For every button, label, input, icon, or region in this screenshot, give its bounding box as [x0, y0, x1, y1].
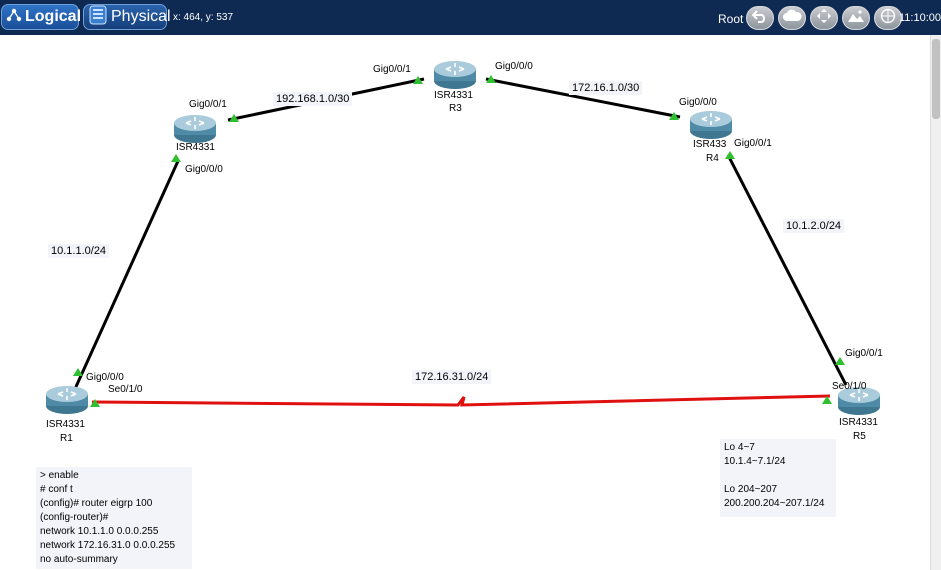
- port-indicator: [413, 76, 423, 84]
- image-icon: [847, 9, 865, 28]
- rack-icon: [88, 5, 108, 30]
- note-line: network 172.16.31.0 0.0.0.255: [40, 540, 176, 551]
- logical-topology-icon: [6, 8, 22, 27]
- network-label-r1-r5: 172.16.31.0/24: [412, 370, 492, 384]
- port-indicator: [835, 357, 845, 365]
- network-label-r4-r5: 10.1.2.0/24: [783, 219, 845, 233]
- network-label-r2-r3: 192.168.1.0/30: [273, 92, 353, 106]
- r5-loopback-note[interactable]: Lo 4~7 10.1.4~7.1/24 Lo 204~207 200.200.…: [720, 439, 836, 517]
- image-button[interactable]: [842, 6, 870, 30]
- port-indicator: [171, 154, 181, 162]
- device-name-r5: R5: [853, 431, 866, 442]
- note-line: network 10.1.1.0 0.0.0.255: [40, 526, 159, 537]
- topology-links: [68, 75, 848, 407]
- port-indicator: [486, 75, 496, 83]
- router-r1[interactable]: [44, 384, 90, 416]
- note-line: [724, 469, 832, 483]
- router-r2[interactable]: [172, 113, 218, 145]
- port-indicator: [229, 114, 239, 122]
- port-indicator: [73, 368, 83, 376]
- router-icon: [174, 115, 216, 143]
- physical-mode-label: Physical: [111, 8, 171, 25]
- top-toolbar: Logical Physical x: 464, y: 537 Root 11:…: [0, 0, 941, 35]
- device-name-r4: R4: [706, 153, 719, 164]
- vertical-scrollbar[interactable]: [930, 35, 941, 570]
- port-label-r3-gig000: Gig0/0/0: [495, 61, 533, 72]
- port-label-r5-serial: Se0/1/0: [832, 381, 867, 392]
- physical-mode-button[interactable]: Physical: [83, 4, 171, 30]
- note-line: 10.1.4~7.1/24: [724, 456, 786, 467]
- device-name-r1: R1: [60, 433, 73, 444]
- logical-workspace[interactable]: ISR4331 R1 ISR4331 ISR4331 R3 ISR433 R4 …: [0, 35, 941, 570]
- navigate-icon: [816, 8, 832, 29]
- port-indicator: [822, 396, 832, 404]
- note-line: Lo 204~207: [724, 484, 778, 495]
- note-line: Lo 4~7: [724, 442, 755, 453]
- back-button[interactable]: [746, 6, 774, 30]
- cursor-coordinates: x: 464, y: 537: [173, 12, 234, 23]
- port-indicator: [90, 399, 100, 407]
- device-model-r1: ISR4331: [46, 419, 85, 430]
- navigate-button[interactable]: [810, 6, 838, 30]
- r1-config-note[interactable]: > enable # conf t (config)# router eigrp…: [36, 467, 192, 569]
- router-icon: [838, 387, 880, 415]
- device-model-r4: ISR433: [693, 139, 727, 150]
- link-r1-r5-serial[interactable]: [91, 394, 831, 407]
- network-label-r3-r4: 172.16.1.0/30: [569, 81, 643, 95]
- router-r4[interactable]: [688, 109, 734, 141]
- port-label-r5-gig001: Gig0/0/1: [845, 348, 883, 359]
- cloud-icon: [782, 9, 802, 28]
- port-label-r4-gig000: Gig0/0/0: [679, 97, 717, 108]
- port-indicator: [725, 151, 735, 159]
- cloud-button[interactable]: [778, 6, 806, 30]
- globe-clock-icon: [880, 8, 896, 29]
- router-r5[interactable]: [836, 385, 882, 417]
- note-line: 200.200.204~207.1/24: [724, 498, 825, 509]
- back-icon: [751, 9, 768, 28]
- logical-mode-button[interactable]: Logical: [1, 4, 82, 30]
- port-indicator: [669, 112, 679, 120]
- note-line: # conf t: [40, 484, 73, 495]
- note-line: > enable: [40, 470, 79, 481]
- link-r4-r5[interactable]: [726, 154, 848, 386]
- network-label-r1-r2: 10.1.1.0/24: [48, 244, 110, 258]
- port-label-r2-gig001: Gig0/0/1: [189, 99, 227, 110]
- root-label: Root: [718, 12, 744, 26]
- router-icon: [46, 386, 88, 414]
- device-model-r5: ISR4331: [839, 417, 878, 428]
- globe-clock-button[interactable]: [874, 6, 902, 30]
- note-line: (config)# router eigrp 100: [40, 498, 153, 509]
- note-line: no auto-summary: [40, 554, 118, 565]
- note-line: (config-router)#: [40, 512, 109, 523]
- port-label-r1-serial: Se0/1/0: [108, 384, 143, 395]
- router-icon: [434, 61, 476, 89]
- device-model-r2: ISR4331: [176, 142, 215, 153]
- port-label-r1-gig: Gig0/0/0: [86, 372, 124, 383]
- scrollbar-thumb[interactable]: [932, 39, 940, 119]
- link-r3-r4[interactable]: [485, 77, 681, 119]
- simulation-clock: 11:10:00: [899, 12, 941, 24]
- router-icon: [690, 111, 732, 139]
- device-model-r3: ISR4331: [434, 90, 473, 101]
- port-label-r3-gig001: Gig0/0/1: [373, 64, 411, 75]
- device-name-r3: R3: [449, 103, 462, 114]
- link-r1-r2[interactable]: [68, 160, 180, 401]
- port-label-r4-gig001: Gig0/0/1: [734, 138, 772, 149]
- logical-mode-label: Logical: [25, 8, 82, 25]
- router-r3[interactable]: [432, 59, 478, 91]
- port-label-r2-gig000: Gig0/0/0: [185, 164, 223, 175]
